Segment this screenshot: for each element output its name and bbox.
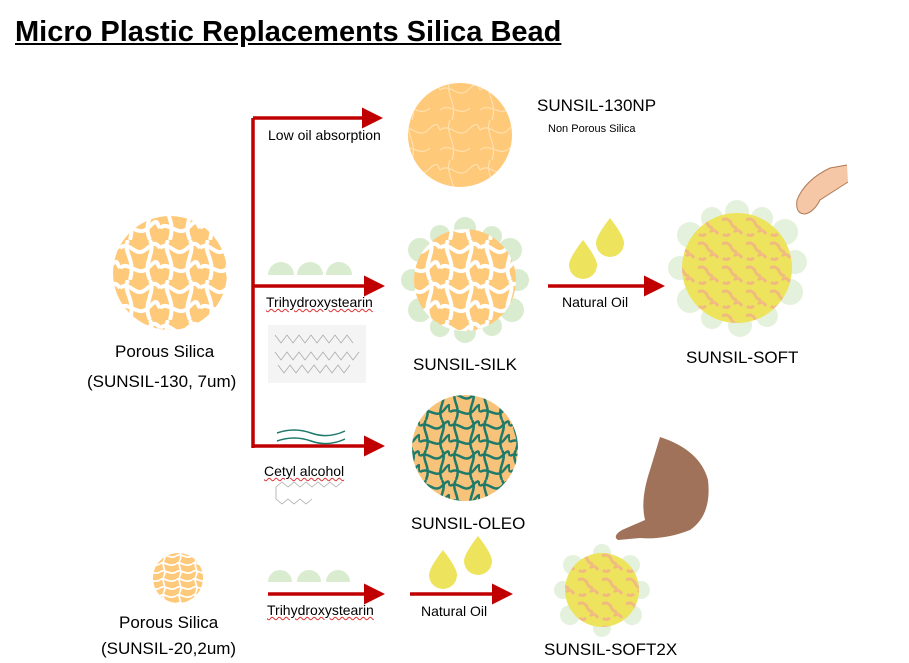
hand-icon xyxy=(615,437,709,540)
cetyl-alcohol-icon xyxy=(276,429,346,445)
sunsil-130np-label: SUNSIL-130NP xyxy=(537,96,657,115)
sunsil-soft2x-bead xyxy=(554,544,650,637)
sunsil-silk-bead xyxy=(401,217,529,343)
trihydroxystearin-label: Trihydroxystearin xyxy=(266,294,373,310)
porous-silica-large-spec: (SUNSIL-130, 7um) xyxy=(87,372,237,391)
porous-silica-small-bead xyxy=(153,553,203,603)
sunsil-oleo-bead xyxy=(412,395,518,501)
porous-silica-small-label: Porous Silica xyxy=(119,613,219,632)
sunsil-soft-bead xyxy=(668,200,807,337)
porous-silica-large-label: Porous Silica xyxy=(115,342,215,361)
low-oil-absorption-label: Low oil absorption xyxy=(268,127,381,143)
trihydroxystearin-bottom-label: Trihydroxystearin xyxy=(267,602,374,618)
oil-droplet-icon xyxy=(429,218,624,589)
sunsil-silk-label: SUNSIL-SILK xyxy=(413,355,517,374)
trihydroxystearin-structure-image xyxy=(268,325,366,383)
cetyl-alcohol-structure-image xyxy=(275,481,343,505)
natural-oil-label: Natural Oil xyxy=(562,294,629,310)
natural-oil-bottom-label: Natural Oil xyxy=(421,603,488,619)
branch-arrows xyxy=(251,107,665,605)
sunsil-130np-bead xyxy=(408,83,512,187)
trihydroxystearin-small-icon xyxy=(268,570,350,582)
cetyl-alcohol-label: Cetyl alcohol xyxy=(264,463,345,479)
porous-silica-large-bead xyxy=(113,216,227,330)
finger-icon xyxy=(796,164,849,215)
porous-silica-small-spec: (SUNSIL-20,2um) xyxy=(101,639,237,658)
sunsil-soft-label: SUNSIL-SOFT xyxy=(686,348,799,367)
page-title: Micro Plastic Replacements Silica Bead xyxy=(15,16,562,48)
trihydroxystearin-icon xyxy=(268,262,352,275)
sunsil-soft2x-label: SUNSIL-SOFT2X xyxy=(544,640,678,659)
non-porous-silica-label: Non Porous Silica xyxy=(548,123,636,135)
sunsil-oleo-label: SUNSIL-OLEO xyxy=(411,514,526,533)
